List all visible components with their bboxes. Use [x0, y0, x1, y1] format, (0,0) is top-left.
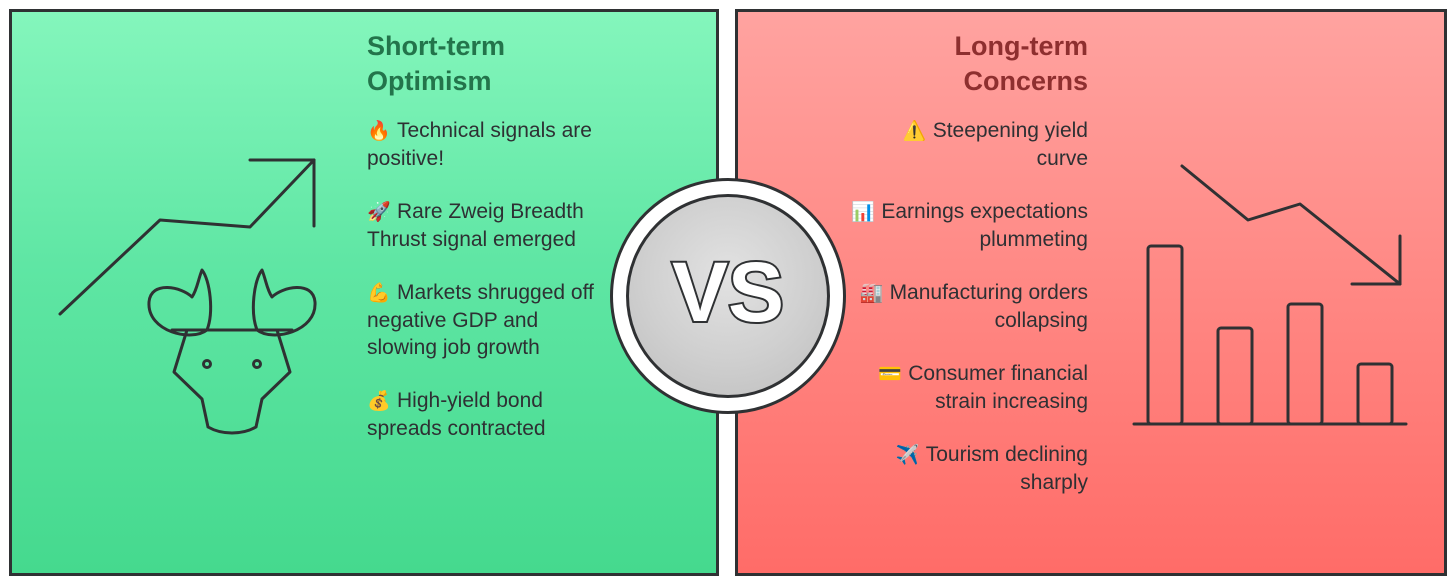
- list-item: 🏭Manufacturing orders collapsing: [848, 279, 1088, 334]
- fire-icon: 🔥: [367, 121, 391, 142]
- list-item: 💳 Consumer financial strain increasing: [848, 360, 1088, 415]
- list-item: 💪Markets shrugged off negative GDP and s…: [367, 279, 597, 361]
- title-line-2: Concerns: [963, 66, 1088, 96]
- list-item: ✈️Tourism declining sharply: [848, 441, 1088, 496]
- list-item-text: Consumer financial strain increasing: [908, 362, 1088, 413]
- list-item-text: Technical signals are positive!: [367, 119, 592, 170]
- money-bag-icon: 💰: [367, 391, 391, 412]
- vs-badge: VS: [610, 178, 846, 414]
- credit-card-icon: 💳: [878, 364, 902, 385]
- list-item-text: Manufacturing orders collapsing: [889, 281, 1088, 332]
- vs-inner-circle: VS: [626, 194, 830, 398]
- panel-title: Long-term Concerns: [955, 29, 1088, 99]
- list-item-text: High-yield bond spreads contracted: [367, 389, 546, 440]
- declining-bar-chart-icon: [1132, 164, 1408, 426]
- list-item: ⚠️Steepening yield curve: [848, 117, 1088, 172]
- factory-icon: 🏭: [859, 283, 884, 304]
- bull-with-rising-arrow-icon: [58, 158, 317, 435]
- list-item-text: Earnings expectations plummeting: [881, 200, 1088, 251]
- flexed-biceps-icon: 💪: [367, 283, 391, 304]
- bar-chart-icon: 📊: [851, 202, 876, 223]
- short-term-optimism-panel: Short-term Optimism 🔥Technical signals a…: [9, 9, 719, 576]
- title-line-2: Optimism: [367, 66, 492, 96]
- list-item: 🚀Rare Zweig Breadth Thrust signal emerge…: [367, 198, 597, 253]
- list-item-text: Tourism declining sharply: [925, 443, 1088, 494]
- vs-label: VS: [670, 243, 786, 341]
- title-line-1: Long-term: [954, 31, 1088, 61]
- airplane-icon: ✈️: [895, 445, 920, 466]
- list-item: 💰High-yield bond spreads contracted: [367, 387, 597, 442]
- svg-text:VS: VS: [672, 245, 784, 339]
- title-line-1: Short-term: [367, 31, 506, 61]
- list-item: 📊Earnings expectations plummeting: [848, 198, 1088, 253]
- list-item-text: Rare Zweig Breadth Thrust signal emerged: [367, 200, 584, 251]
- list-item-text: Steepening yield curve: [932, 119, 1088, 170]
- concerns-list: ⚠️Steepening yield curve 📊Earnings expec…: [848, 117, 1088, 522]
- list-item-text: Markets shrugged off negative GDP and sl…: [367, 281, 594, 359]
- optimism-list: 🔥Technical signals are positive! 🚀Rare Z…: [367, 117, 597, 468]
- rocket-icon: 🚀: [367, 202, 391, 223]
- panel-title: Short-term Optimism: [367, 29, 505, 99]
- warning-icon: ⚠️: [902, 121, 927, 142]
- list-item: 🔥Technical signals are positive!: [367, 117, 597, 172]
